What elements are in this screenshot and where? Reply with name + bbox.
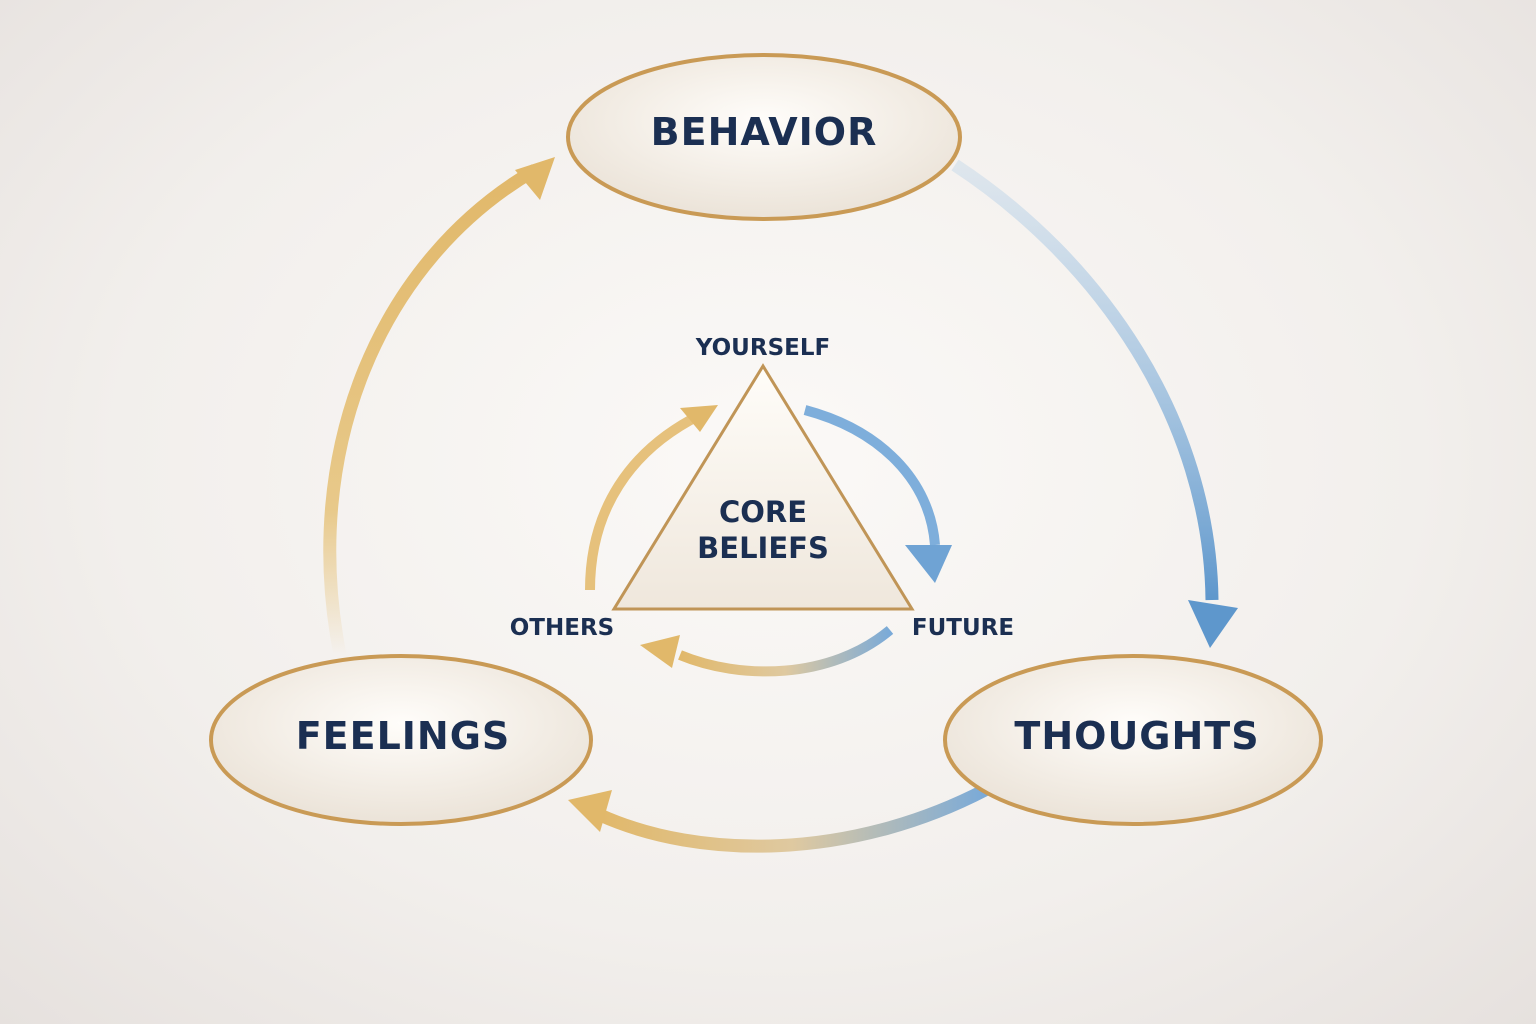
arrow-behavior-to-thoughts [951, 159, 1219, 601]
arrowhead-feelings [568, 790, 612, 832]
arrow-thoughts-to-feelings [597, 784, 988, 853]
feelings-label: FEELINGS [295, 714, 511, 758]
yourself-label: YOURSELF [695, 335, 831, 361]
inner-arrow-yourself-to-future [803, 405, 940, 546]
others-label: OTHERS [509, 615, 615, 641]
inner-arrow-others-to-yourself [585, 410, 703, 591]
behavior-label: BEHAVIOR [650, 110, 878, 154]
core-beliefs-label: CORE BELIEFS [697, 494, 829, 566]
core-beliefs-triangle [611, 363, 915, 611]
core-line-1: CORE [718, 495, 808, 529]
node-feelings [209, 654, 593, 826]
arrowhead-behavior [515, 157, 555, 200]
arrowhead-thoughts [1188, 600, 1238, 648]
inner-arrow-future-to-others [678, 626, 894, 677]
thoughts-label: THOUGHTS [1014, 714, 1260, 758]
node-behavior [566, 53, 962, 221]
core-line-2: BELIEFS [697, 531, 829, 565]
node-thoughts [943, 654, 1323, 826]
arrow-feelings-to-behavior [323, 164, 539, 657]
future-label: FUTURE [911, 615, 1015, 641]
